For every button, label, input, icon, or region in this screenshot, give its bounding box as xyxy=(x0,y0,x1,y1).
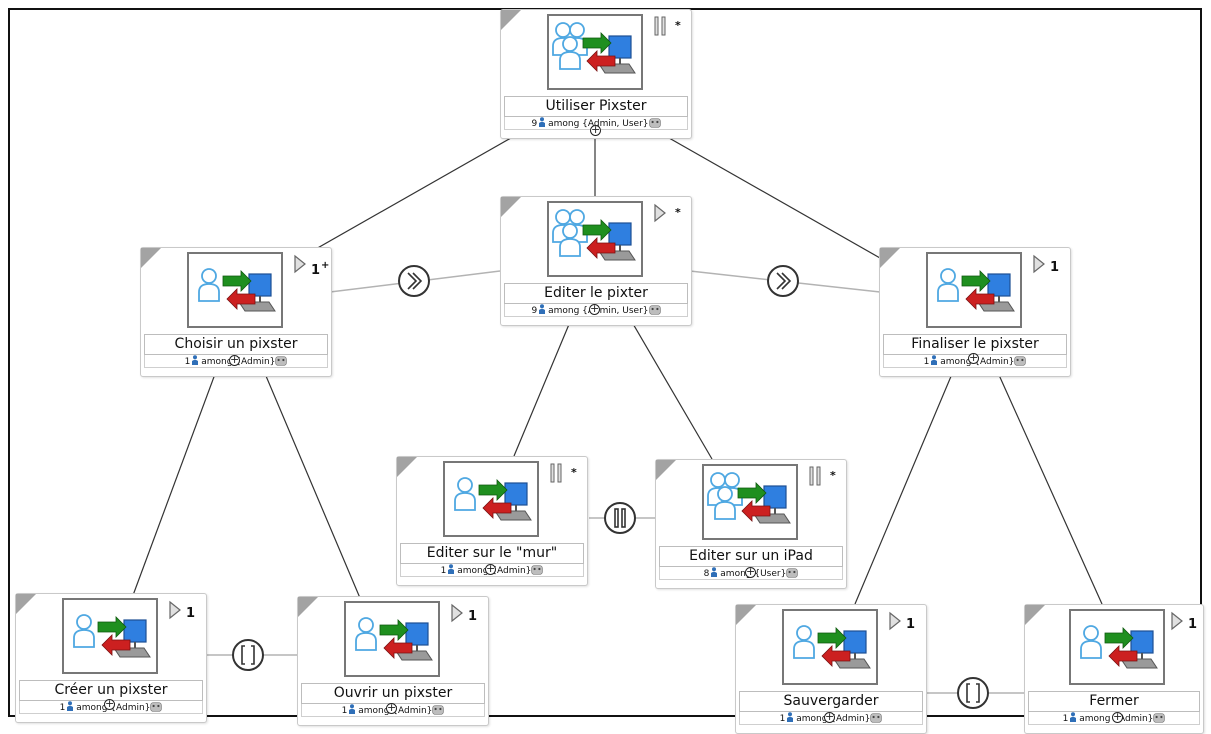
task-choisir-un-pixster[interactable]: 1+ Choisir un pixster 1 among {Admin} xyxy=(140,247,332,377)
iteration-label: 1+ xyxy=(311,260,330,278)
expand-icon[interactable]: + xyxy=(104,697,115,710)
multi-user-task-icon xyxy=(547,14,643,90)
task-name[interactable]: Choisir un pixster xyxy=(144,334,328,355)
performer-count: 1 xyxy=(184,357,191,367)
person-icon xyxy=(539,304,546,314)
mask-icon xyxy=(150,702,163,712)
iteration-label: * xyxy=(830,469,836,482)
person-icon xyxy=(787,712,794,722)
enabling-operator-icon xyxy=(1170,609,1184,633)
enabling-operator-icon xyxy=(653,201,667,225)
expand-icon[interactable]: + xyxy=(590,123,601,136)
user-task-icon xyxy=(62,598,158,674)
person-icon xyxy=(448,564,455,574)
enabling-operator-icon xyxy=(888,609,902,633)
person-icon xyxy=(931,355,938,365)
task-name[interactable]: Fermer xyxy=(1028,691,1200,712)
mask-icon xyxy=(648,305,661,315)
performer-count: 1 xyxy=(341,706,348,716)
mask-icon xyxy=(870,713,883,723)
link-root-finaliser xyxy=(654,129,881,259)
person-icon xyxy=(539,117,546,127)
mask-icon xyxy=(648,118,661,128)
expand-icon[interactable]: + xyxy=(968,351,979,364)
task-name[interactable]: Editer le pixter xyxy=(504,283,688,304)
performer-count: 9 xyxy=(531,306,538,316)
person-icon xyxy=(67,701,74,711)
expand-icon[interactable]: + xyxy=(485,562,496,575)
task-name[interactable]: Editer sur le "mur" xyxy=(400,543,584,564)
user-task-icon xyxy=(1069,609,1165,685)
choice-operator-icon[interactable] xyxy=(232,639,264,671)
choice-operator-icon[interactable] xyxy=(957,677,989,709)
person-icon xyxy=(1070,712,1077,722)
enabling-operator-icon xyxy=(168,598,182,622)
link-choisir-creer xyxy=(131,365,219,599)
task-editer-sur-un-ipad[interactable]: * Editer sur un iPad 8 among {User} xyxy=(655,459,847,589)
user-task-icon xyxy=(926,252,1022,328)
task-name[interactable]: Utiliser Pixster xyxy=(504,96,688,117)
iteration-label: 1 xyxy=(1050,260,1060,275)
iteration-label: 1 xyxy=(468,609,478,624)
parallel-operator-icon xyxy=(549,461,563,485)
task-editer-le-pixter[interactable]: * Editer le pixter 9 among {Admin, User} xyxy=(500,196,692,326)
enabling-operator-icon[interactable] xyxy=(767,265,799,297)
parallel-operator-icon xyxy=(653,14,667,38)
user-task-icon xyxy=(782,609,878,685)
expand-icon[interactable]: + xyxy=(745,565,756,578)
expand-icon[interactable]: + xyxy=(1112,710,1123,723)
mask-icon xyxy=(1014,356,1027,366)
iteration-label: 1 xyxy=(186,606,196,621)
multi-user-task-icon xyxy=(547,201,643,277)
multi-user-task-icon xyxy=(702,464,798,540)
person-icon xyxy=(192,355,199,365)
parallel-operator-icon xyxy=(808,464,822,488)
performer-count: 8 xyxy=(703,569,710,579)
concurrent-operator-icon[interactable] xyxy=(604,502,636,534)
performer-roles: among {Admin, User} xyxy=(548,119,649,129)
expand-icon[interactable]: + xyxy=(386,701,397,714)
expand-icon[interactable]: + xyxy=(589,302,600,315)
performer-count: 1 xyxy=(440,566,447,576)
performer-count: 9 xyxy=(531,119,538,129)
iteration-label: * xyxy=(571,466,577,479)
iteration-label: * xyxy=(675,206,681,219)
expand-icon[interactable]: + xyxy=(824,710,835,723)
user-task-icon xyxy=(443,461,539,537)
mask-icon xyxy=(531,565,544,575)
link-editer-ipad xyxy=(621,304,713,460)
user-task-icon xyxy=(344,601,440,677)
user-task-icon xyxy=(187,252,283,328)
link-finaliser-fermer xyxy=(989,354,1103,605)
person-icon xyxy=(711,567,718,577)
link-choisir-ouvrir xyxy=(254,349,361,599)
enabling-operator-icon[interactable] xyxy=(398,265,430,297)
iteration-label: * xyxy=(675,19,681,32)
mask-icon xyxy=(275,356,288,366)
enabling-operator-icon xyxy=(450,601,464,625)
enabling-operator-icon xyxy=(293,252,307,276)
performer-count: 1 xyxy=(59,703,66,713)
performer-count: 1 xyxy=(779,714,786,724)
mask-icon xyxy=(432,705,445,715)
link-finaliser-sauver xyxy=(854,354,961,605)
task-name[interactable]: Editer sur un iPad xyxy=(659,546,843,567)
person-icon xyxy=(349,704,356,714)
iteration-label: 1 xyxy=(906,617,916,632)
mask-icon xyxy=(786,568,799,578)
link-editer-mur xyxy=(513,309,576,457)
expand-icon[interactable]: + xyxy=(229,353,240,366)
iteration-label: 1 xyxy=(1188,617,1198,632)
performer-count: 1 xyxy=(1062,714,1069,724)
link-root-choisir xyxy=(299,129,526,259)
mask-icon xyxy=(1153,713,1166,723)
enabling-operator-icon xyxy=(1032,252,1046,276)
task-utiliser-pixster[interactable]: * Utiliser Pixster 9 among {Admin, User} xyxy=(500,9,692,139)
performer-count: 1 xyxy=(923,357,930,367)
task-name[interactable]: Sauvergarder xyxy=(739,691,923,712)
